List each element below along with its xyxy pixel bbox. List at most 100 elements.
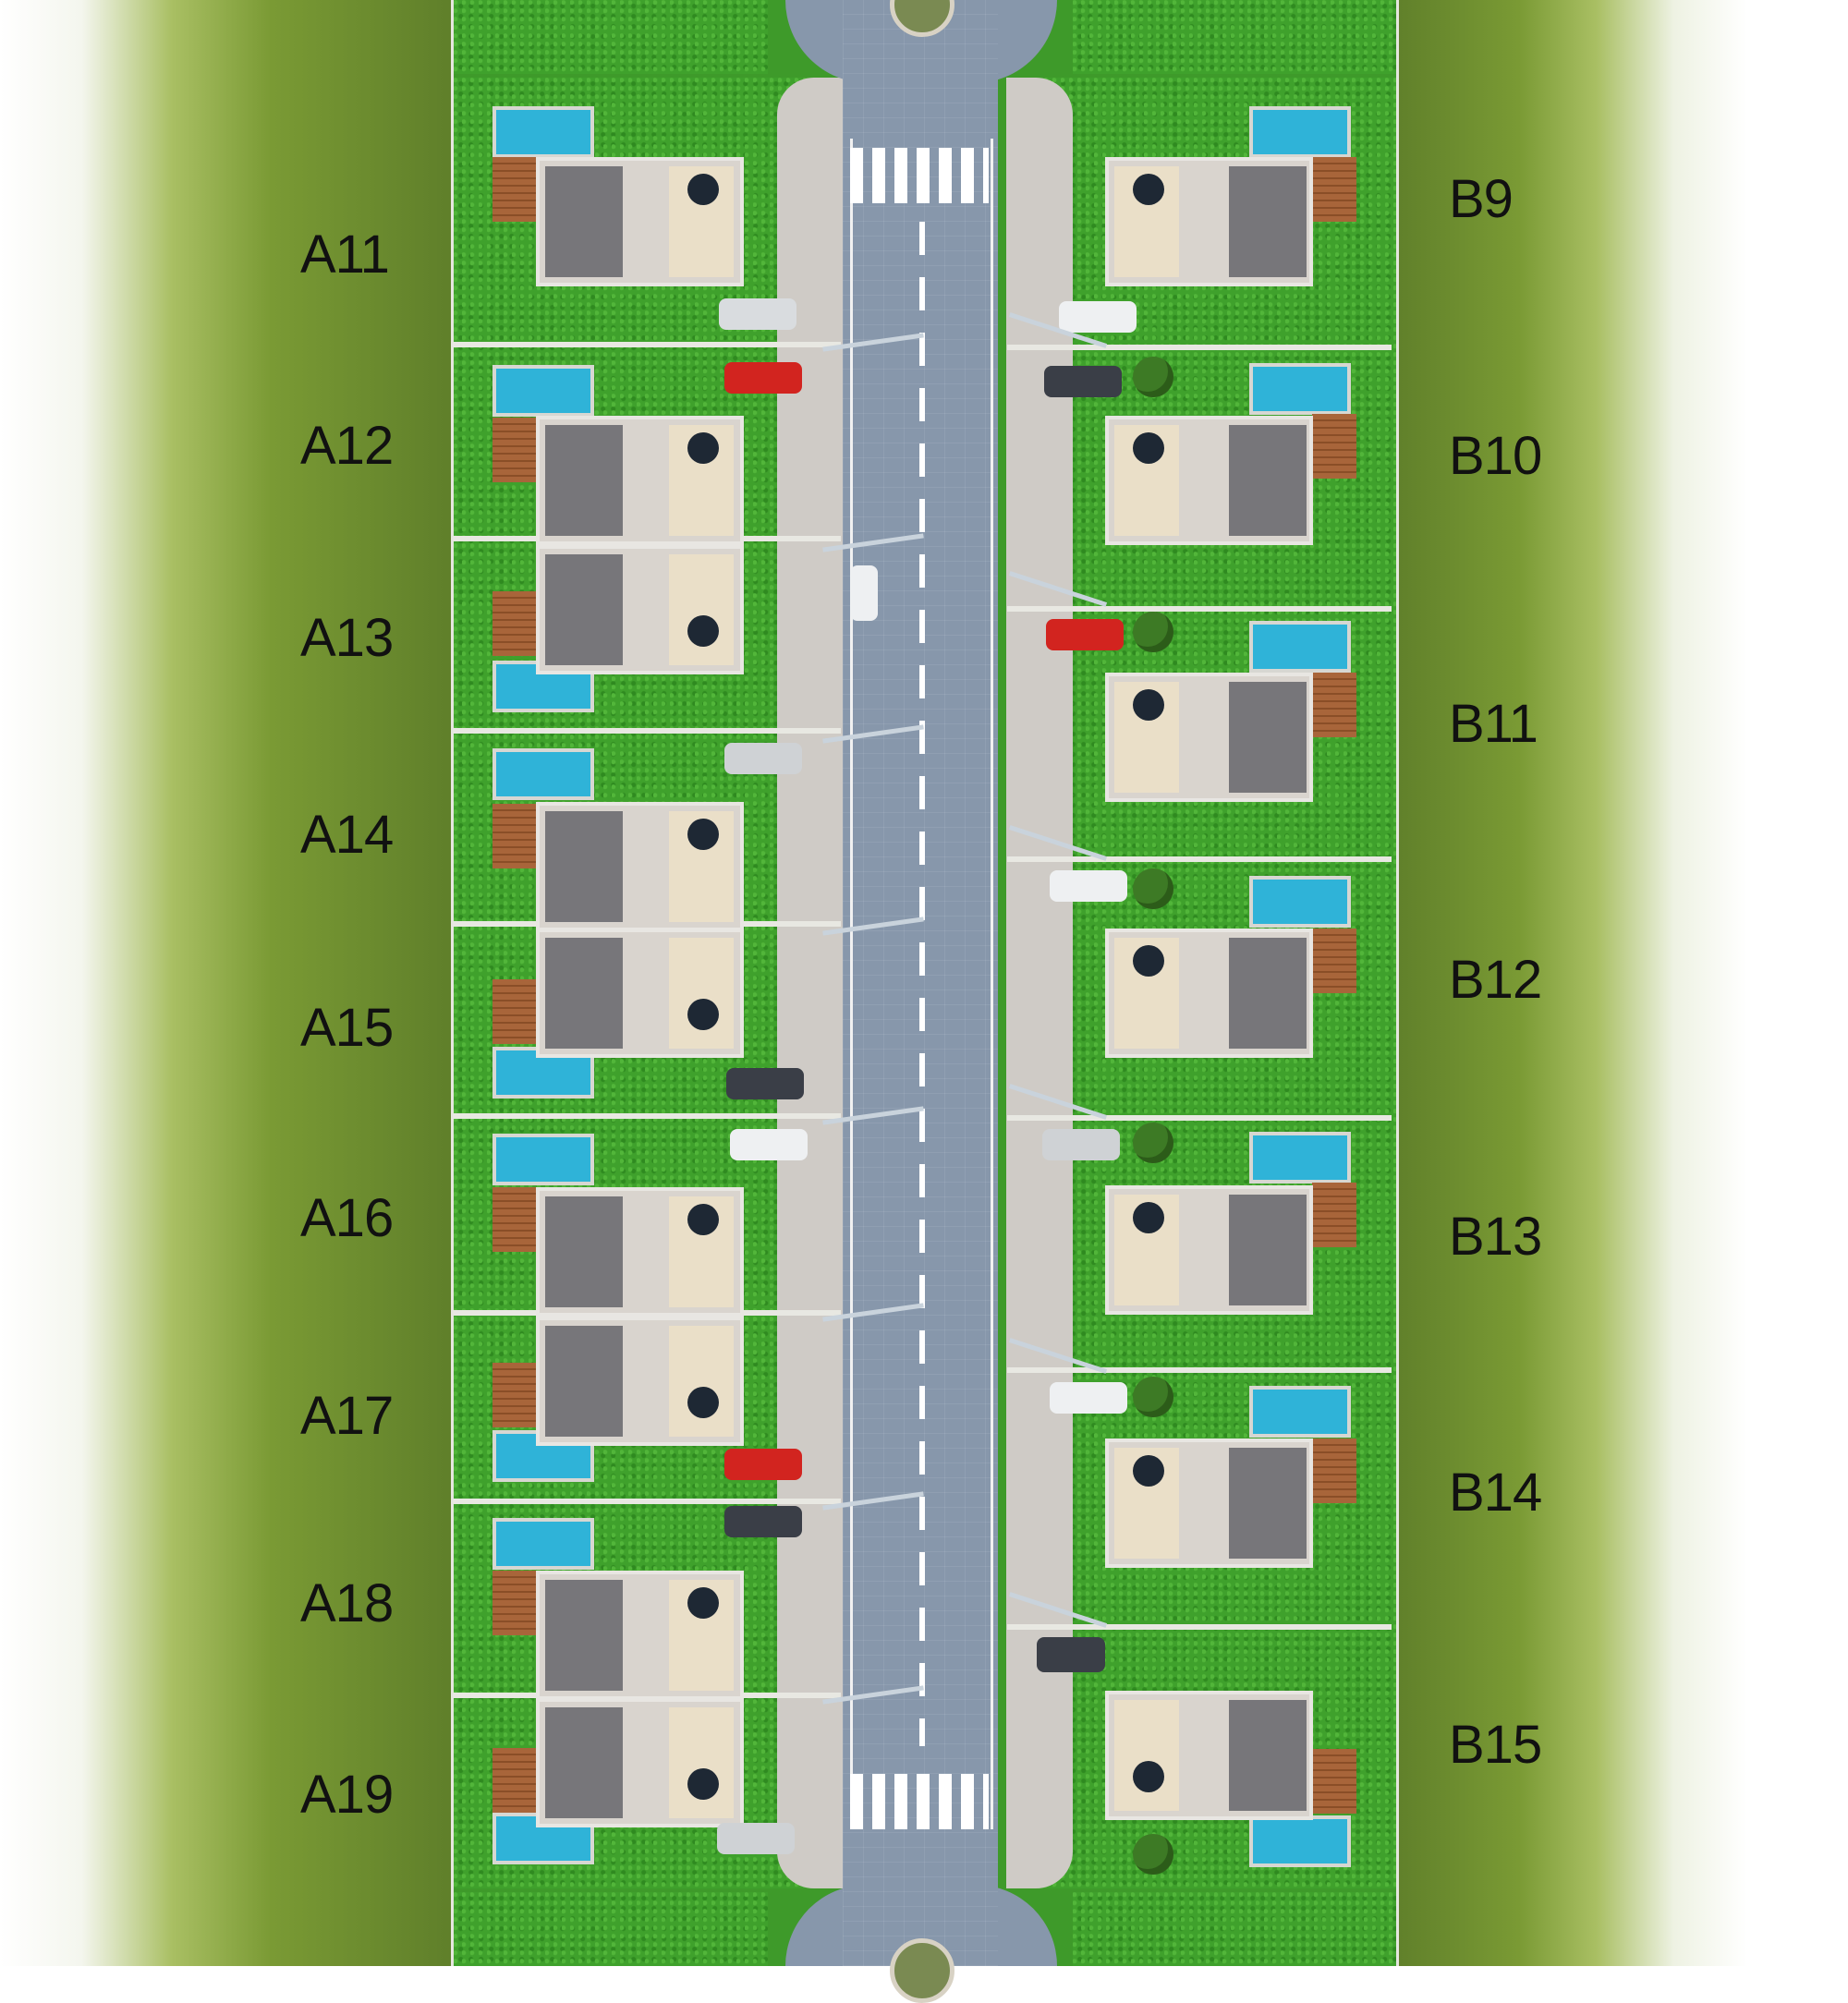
lot-label-b9: B9 [1449, 169, 1514, 229]
pool [492, 106, 594, 158]
deck [492, 979, 537, 1044]
villa [536, 802, 744, 931]
deck [1312, 929, 1356, 993]
tree [1133, 1377, 1173, 1417]
lot-label-b14: B14 [1449, 1463, 1542, 1523]
lot-line-right [1007, 1367, 1392, 1373]
deck [492, 1571, 537, 1635]
car-red [724, 362, 802, 394]
pool [492, 1518, 594, 1570]
roundabout-bottom [890, 1938, 954, 2003]
car-white [730, 1129, 808, 1160]
car-white [850, 565, 878, 621]
deck [1312, 1439, 1356, 1503]
villa [536, 416, 744, 545]
pool [1249, 621, 1351, 673]
villa [1105, 929, 1313, 1058]
pool [492, 365, 594, 417]
villa [536, 545, 744, 674]
lot-label-a15: A15 [300, 998, 394, 1058]
road-edge-left [850, 139, 853, 1829]
car-dark [726, 1068, 804, 1099]
car-white [1050, 1382, 1127, 1414]
deck [492, 1187, 537, 1252]
car-red [1046, 619, 1124, 650]
villa [536, 1317, 744, 1446]
lot-label-a17: A17 [300, 1386, 394, 1446]
lane-divider [919, 222, 925, 1746]
lawn-top-right [1073, 0, 1396, 74]
car-silver [719, 298, 796, 330]
deck [492, 418, 537, 482]
deck [492, 157, 537, 222]
car-dark [724, 1506, 802, 1537]
lot-label-a16: A16 [300, 1188, 394, 1248]
lawn-top-left [454, 0, 768, 74]
pool [1249, 876, 1351, 928]
deck [492, 591, 537, 656]
lot-label-b13: B13 [1449, 1207, 1542, 1267]
lot-line-right [1007, 1624, 1392, 1630]
villa [1105, 416, 1313, 545]
deck [1312, 1183, 1356, 1247]
lot-label-a11: A11 [300, 225, 390, 285]
deck [492, 804, 537, 868]
lot-label-a14: A14 [300, 805, 394, 865]
lot-line-right [1007, 606, 1392, 612]
villa [1105, 1185, 1313, 1315]
tree [1133, 357, 1173, 397]
pool [1249, 1815, 1351, 1867]
villa [536, 929, 744, 1058]
villa [536, 1698, 744, 1827]
lot-line-right [1007, 345, 1392, 350]
car-dark [1037, 1637, 1105, 1672]
car-red [724, 1449, 802, 1480]
road-edge-right [991, 139, 993, 1829]
lot-label-b10: B10 [1449, 426, 1542, 486]
tree [1133, 612, 1173, 652]
lot-label-a19: A19 [300, 1765, 394, 1825]
lot-label-a13: A13 [300, 608, 394, 668]
car-silver [1042, 1129, 1120, 1160]
lot-label-a18: A18 [300, 1573, 394, 1633]
crosswalk-top [850, 148, 989, 203]
pool [1249, 106, 1351, 158]
villa [536, 1571, 744, 1700]
pool [1249, 363, 1351, 415]
lot-line-right [1007, 856, 1392, 862]
tree [1133, 1123, 1173, 1163]
deck [492, 1363, 537, 1427]
pool [492, 748, 594, 800]
villa [1105, 157, 1313, 286]
forest-left [0, 0, 453, 1966]
pool [1249, 1132, 1351, 1184]
lot-label-b12: B12 [1449, 950, 1542, 1010]
car-white [1050, 870, 1127, 902]
villa [1105, 1439, 1313, 1568]
deck [1312, 414, 1356, 479]
forest-right [1391, 0, 1848, 1966]
villa [536, 1187, 744, 1317]
lot-line-left [453, 1113, 841, 1119]
lot-line-left [453, 1499, 841, 1504]
villa [1105, 673, 1313, 802]
lot-line-left [453, 342, 841, 347]
lot-label-b11: B11 [1449, 694, 1538, 754]
lot-line-left [453, 728, 841, 734]
car-white [1059, 301, 1137, 333]
deck [492, 1748, 537, 1813]
villa [1105, 1691, 1313, 1820]
lawn-bottom-right [1073, 1892, 1396, 1966]
tree [1133, 868, 1173, 909]
lot-label-b15: B15 [1449, 1715, 1542, 1775]
lawn-bottom-left [454, 1892, 768, 1966]
deck [1312, 1749, 1356, 1814]
tree [1133, 1834, 1173, 1875]
deck [1312, 673, 1356, 737]
lot-line-right [1007, 1115, 1392, 1121]
car-silver [717, 1823, 795, 1854]
villa [536, 157, 744, 286]
pool [1249, 1386, 1351, 1438]
car-silver [724, 743, 802, 774]
deck [1312, 157, 1356, 222]
